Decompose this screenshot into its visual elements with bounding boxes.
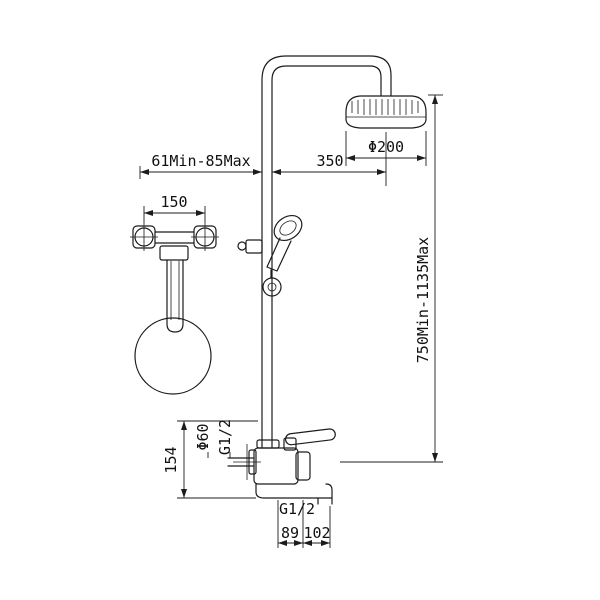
riser-height-label: 750Min-1135Max xyxy=(414,237,432,363)
mixer-height-label: 154 xyxy=(162,446,180,473)
hand-shower xyxy=(237,214,303,297)
mixer-front-view xyxy=(130,223,219,395)
wall-to-riser-label: 61Min-85Max xyxy=(151,152,250,170)
outlet-thread-label: G1/2 xyxy=(279,500,315,518)
dimension-spout-offsets: G1/2 89 102 xyxy=(277,500,331,548)
arm-reach-label: 350 xyxy=(316,152,343,170)
dimension-riser-height: 750Min-1135Max xyxy=(340,94,443,463)
riser-pipe-and-arm xyxy=(256,55,392,449)
dimension-wall-to-riser: 61Min-85Max xyxy=(139,152,262,179)
dimension-mixer-height: 154 xyxy=(162,420,258,499)
dimension-head-diameter: Φ200 xyxy=(345,131,427,166)
inlet-thread-label: G1/2 xyxy=(216,419,234,455)
dimension-arm-reach: 350 xyxy=(272,132,387,186)
spout-dim-left-label: 89 xyxy=(281,524,299,542)
mixer-side-view xyxy=(227,428,336,505)
label-wall-inlet: Φ60 G1/2 xyxy=(194,419,234,458)
inlet-spacing-label: 150 xyxy=(160,193,187,211)
dimension-inlet-spacing: 150 xyxy=(143,193,206,223)
escutcheon-diameter-label: Φ60 xyxy=(194,423,212,450)
spout-dim-right-label: 102 xyxy=(303,524,330,542)
shower-head xyxy=(345,95,427,129)
head-diameter-label: Φ200 xyxy=(368,138,404,156)
